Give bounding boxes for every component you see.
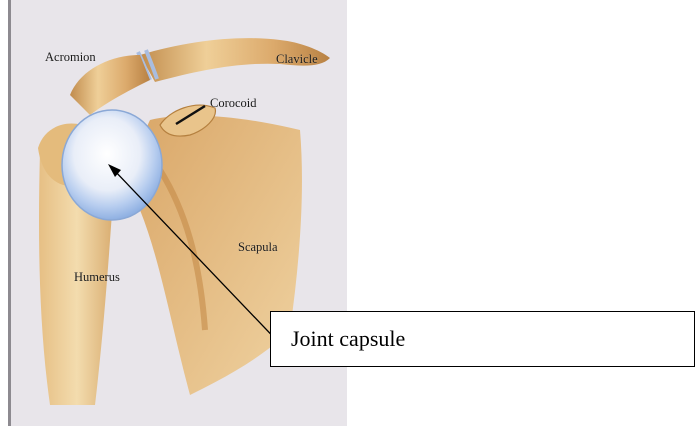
joint-capsule-shape bbox=[62, 110, 162, 220]
label-scapula: Scapula bbox=[238, 240, 278, 255]
label-corocoid: Corocoid bbox=[210, 96, 257, 111]
label-joint-capsule: Joint capsule bbox=[291, 326, 405, 352]
joint-capsule-callout: Joint capsule bbox=[270, 311, 695, 367]
label-clavicle: Clavicle bbox=[276, 52, 318, 67]
label-humerus: Humerus bbox=[74, 270, 120, 285]
label-acromion: Acromion bbox=[45, 50, 96, 65]
